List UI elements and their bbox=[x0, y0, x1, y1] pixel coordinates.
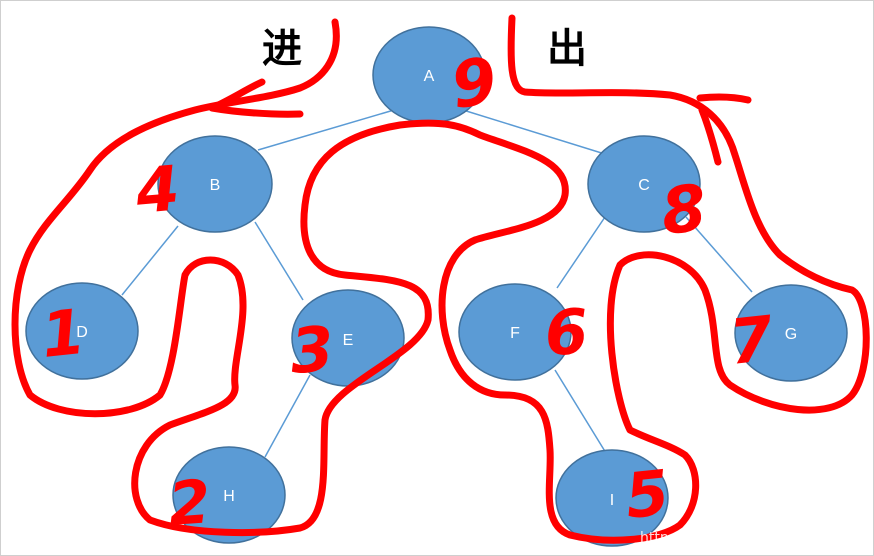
edge-c-g bbox=[685, 216, 753, 293]
node-e-label: E bbox=[343, 332, 354, 349]
node-f-label: F bbox=[510, 325, 520, 342]
node-h-label: H bbox=[223, 488, 235, 505]
edge-b-e bbox=[254, 221, 304, 301]
node-a-label: A bbox=[424, 68, 435, 85]
edge-a-b bbox=[257, 109, 395, 151]
order-number-e: 3 bbox=[288, 312, 336, 388]
node-f: F bbox=[458, 283, 572, 381]
watermark-url: https://blog.csdn.net/weixin_… bbox=[640, 530, 856, 546]
node-h: H bbox=[172, 446, 286, 544]
node-i-label: I bbox=[610, 492, 614, 509]
order-number-h: 2 bbox=[166, 467, 213, 540]
enter-arrow-icon bbox=[208, 78, 304, 118]
node-d-label: D bbox=[76, 324, 88, 341]
traversal-path bbox=[11, 14, 870, 544]
order-number-g: 7 bbox=[726, 302, 777, 379]
edge-f-i bbox=[554, 369, 607, 454]
node-i: I bbox=[555, 449, 669, 547]
exit-label: 出 bbox=[547, 26, 587, 72]
node-g-label: G bbox=[785, 326, 797, 343]
order-number-d: 1 bbox=[38, 295, 89, 372]
edge-b-d bbox=[121, 225, 179, 296]
node-b: B bbox=[157, 135, 273, 233]
order-number-i: 5 bbox=[622, 456, 673, 533]
edge-c-f bbox=[556, 216, 606, 289]
watermark-brand: @稀土掘金技术社区 bbox=[696, 517, 840, 536]
node-c-label: C bbox=[638, 177, 650, 194]
order-number-f: 6 bbox=[543, 295, 590, 370]
order-number-b: 4 bbox=[132, 151, 182, 228]
edge-a-c bbox=[462, 109, 609, 156]
enter-label: 进 bbox=[262, 26, 302, 72]
node-b-label: B bbox=[210, 177, 221, 194]
node-c: C bbox=[587, 135, 701, 233]
order-number-c: 8 bbox=[658, 172, 710, 250]
node-g: G bbox=[734, 284, 848, 382]
exit-arrow-icon bbox=[696, 93, 752, 166]
node-d: D bbox=[25, 282, 139, 380]
order-number-a: 9 bbox=[447, 44, 501, 123]
edge-e-h bbox=[264, 374, 311, 458]
